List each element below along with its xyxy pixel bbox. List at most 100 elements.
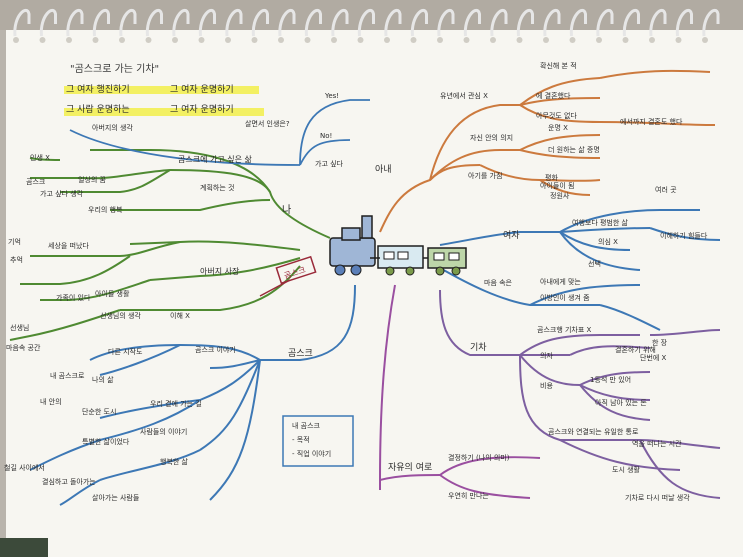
spiral-ring [516,8,534,37]
spiral-hole [13,37,19,43]
note-text: 계획하는 것 [200,183,234,192]
note-text: 더 원하는 삶 증명 [548,145,600,154]
spiral-ring [596,8,614,37]
desk-edge [0,0,743,30]
spiral-ring [198,8,216,37]
note-text: 정원사 [550,191,570,200]
root-label: 나 [282,204,291,216]
spiral-ring [649,8,667,37]
note-text: 세상을 떠났다 [48,241,89,250]
note-text: 이방인이 생겨 줌 [540,293,590,302]
highlight-text: 그 여자 운명하기 [170,103,234,115]
note-text: 아이들 생활 [95,289,130,298]
spiral-ring [304,8,322,37]
note-text: 아내에게 맞는 [540,277,581,286]
paper-page [6,28,743,557]
note-text: 기차로 다시 떠날 생각 [625,493,690,502]
spiral-hole [198,37,205,43]
spiral-ring [569,8,587,37]
spiral-hole [251,37,258,43]
note-text: 추억 [10,256,23,264]
note-text: 결심하고 돌아가는 [42,477,96,486]
spiral-hole [649,37,655,43]
note-text: 인생 X [30,153,50,162]
spiral-ring [437,8,455,37]
spiral-binding [13,8,720,43]
note-text: 운명 X [548,123,568,132]
yes-no-lines [69,99,370,166]
note-text: 기억 [8,237,21,246]
spiral-hole [437,37,443,43]
note-text: 아버지의 생각 [92,123,133,132]
note-text: 자신 안의 의지 [470,133,513,142]
note-text: 이해하기 힘들다 [660,231,708,240]
highlight-text: 그 여자 운명하기 [170,83,234,95]
spiral-hole [516,37,523,43]
title-text: "곰스크로 가는 기차" [70,63,159,75]
note-text: 아이들이 됨 [540,181,574,190]
spiral-ring [145,8,163,37]
spiral-ring [13,8,31,37]
blue-branch-lines [439,209,721,331]
note-text: 도시 생활 [612,465,641,474]
green-branch-lines [9,149,331,341]
branch-label-father: 아버지 사장 [200,266,240,276]
spiral-ring [675,8,693,37]
note-text: 우연히 만나는 [448,491,489,500]
note-text: 가고 싶다 생각 [40,189,84,198]
note-text: No! [320,132,332,140]
note-text: 여러 곳 [655,185,677,194]
note-text: 여행보다 평범한 삶 [572,218,629,227]
highlight-bar [64,86,259,94]
note-text: 살면서 인생은? [245,119,290,128]
note-text: 한 장 [652,338,668,347]
spiral-ring [463,8,481,37]
note-text: 에서까지 결혼도 했다 [620,117,683,126]
note-text: 일상의 꿈 [78,175,107,184]
note-text: 선생님의 생각 [100,311,141,320]
note-text: 살아가는 사람들 [92,493,140,502]
spiral-ring [490,8,508,37]
note-text: 이해 X [170,311,190,320]
note-text: 마음속 공간 [6,343,41,352]
note-text: Yes! [324,92,339,100]
note-text: 행복한 삶 [160,457,189,466]
spiral-ring [278,8,296,37]
note-text: 곰스크 [26,178,46,186]
spiral-hole [384,37,390,43]
spiral-ring [66,8,84,37]
spiral-hole [331,37,337,43]
spiral-hole [119,37,125,43]
bottom-center-lines [379,284,541,499]
note-text: 우리의 행복 [88,205,123,214]
spiral-hole [357,37,364,43]
spiral-hole [145,37,152,43]
note-text: 결정하기 (나의 의미) [448,453,510,462]
note-text: 다른 시작도 [108,347,143,356]
spiral-hole [172,37,178,43]
spiral-ring [410,8,428,37]
train-drawing [329,215,467,276]
note-text: 의심 X [598,237,618,246]
spiral-hole [490,37,496,43]
legend-box: 내 곰스크 - 목적 - 직업 이야기 [282,415,354,467]
notes-bottom-center: 결정하기 (나의 의미) 우연히 만나는 [448,453,510,500]
note-text: 아기를 가짐 [468,171,502,180]
branch-label-gomsk: 곰스크 [288,348,313,359]
branch-label-road: 자유의 여로 [388,461,432,473]
legend-line: 내 곰스크 [292,421,321,430]
legend-line: - 직업 이야기 [292,449,331,458]
spiral-ring [331,8,349,37]
spiral-ring [543,8,561,37]
spiral-hole [39,37,46,43]
spiral-hole [569,37,576,43]
note-text: 나의 삶 [92,375,114,384]
spiral-hole [702,37,708,43]
spiral-ring [225,8,243,37]
